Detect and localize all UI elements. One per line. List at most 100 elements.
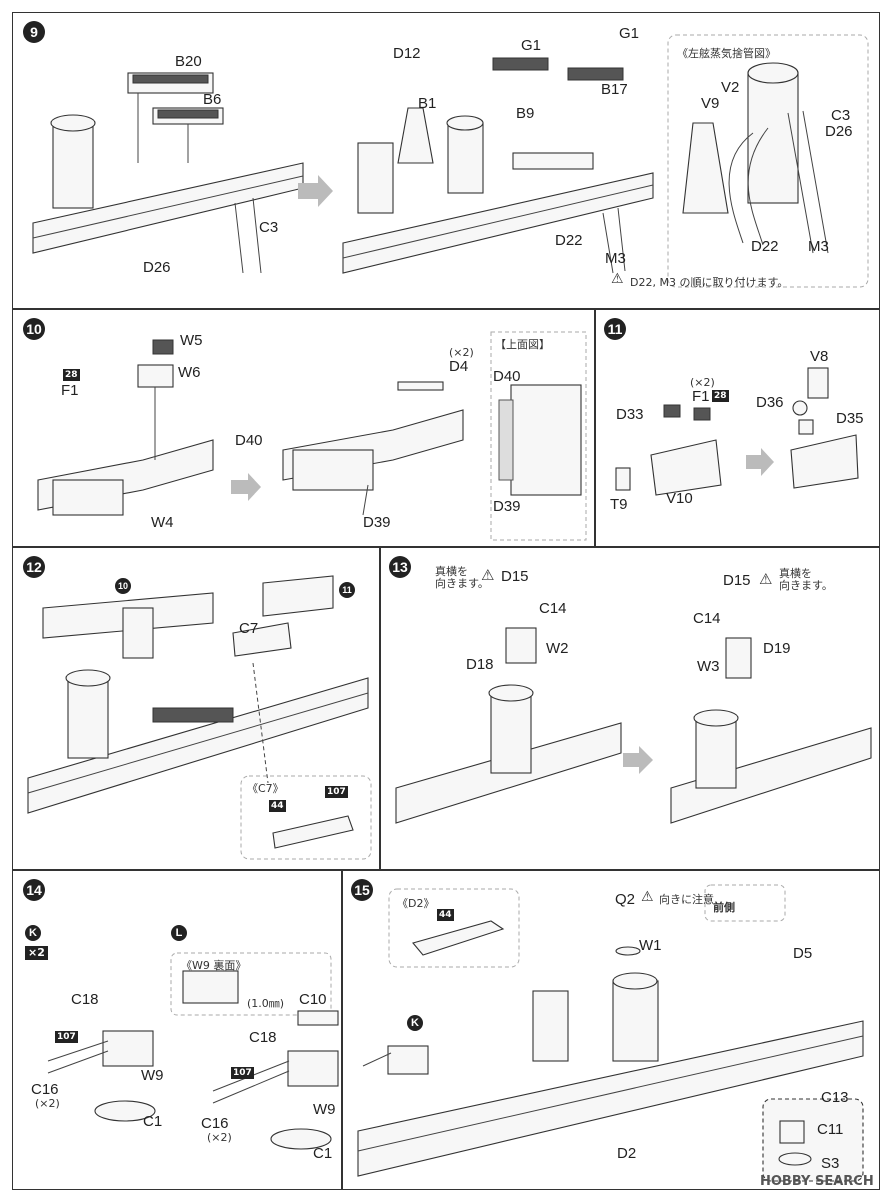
label-C1-a: C1 — [143, 1113, 163, 1130]
label-B17: B17 — [601, 81, 628, 98]
warning-icon-right: ⚠ — [759, 570, 773, 588]
label-C7: C7 — [239, 620, 259, 637]
label-D12: D12 — [393, 45, 421, 62]
label-C11: C11 — [817, 1121, 844, 1138]
step-15-panel: 15 《D2》 44 K Q2 ⚠ 向きに注意 前側 W1 D5 D2 C13 … — [342, 870, 880, 1190]
quantity-x2: (×2) — [449, 346, 474, 359]
inset-label-D40: D40 — [493, 368, 521, 385]
decal-chip: 28 — [63, 369, 80, 381]
step-number: 12 — [23, 556, 45, 578]
decal-chip-107: 107 — [325, 786, 348, 798]
step-9-panel: 9 B20 B6 C3 D26 D12 B1 G1 — [12, 12, 880, 309]
decal-chip-44: 44 — [269, 800, 286, 812]
step-number: 10 — [23, 318, 45, 340]
k-marker: K — [407, 1015, 423, 1031]
label-W1: W1 — [639, 937, 662, 954]
inset-title: 《左舷蒸気捨管図》 — [677, 47, 776, 60]
label-D35: D35 — [836, 410, 864, 427]
inset-title: 【上面図】 — [495, 338, 550, 351]
label-F1: F1 — [61, 382, 79, 399]
step-12-panel: 12 10 11 C7 《C7》 44 107 — [12, 547, 380, 870]
label-G1-a: G1 — [521, 37, 542, 54]
step-number: 15 — [351, 879, 373, 901]
step-14-panel: 14 K ×2 L 107 107 《W9 裏面》 (1.0㎜) C18 C16… — [12, 870, 342, 1190]
warning-icon: ⚠ — [611, 271, 624, 287]
label-W3: W3 — [697, 658, 720, 675]
step-ref-10: 10 — [115, 578, 131, 594]
x2-badge: ×2 — [25, 946, 48, 960]
label-D15-b: D15 — [723, 572, 751, 589]
l-marker: L — [171, 925, 187, 941]
note-text: D22, M3 の順に取り付けます。 — [630, 276, 789, 289]
label-C16-a: C16 — [31, 1081, 59, 1098]
label-D39: D39 — [363, 514, 391, 531]
label-D22: D22 — [555, 232, 583, 249]
inset-label-M3: M3 — [808, 238, 829, 255]
step-11-panel: 11 (×2) F1 28 D33 T9 V10 V8 D36 D35 — [595, 309, 880, 547]
decal-chip: 28 — [712, 390, 729, 402]
step-10-panel: 10 28 W5 W6 F1 W4 D40 (×2) D4 D39 【上面図】 … — [12, 309, 595, 547]
label-F1: F1 — [692, 388, 710, 405]
warning-icon-left: ⚠ — [481, 566, 495, 584]
label-W9-b: W9 — [313, 1101, 336, 1118]
label-D36: D36 — [756, 394, 784, 411]
label-C13: C13 — [821, 1089, 849, 1106]
decal-chip-107-b: 107 — [231, 1067, 254, 1079]
step-9-artwork — [32, 34, 869, 288]
step-13-artwork — [395, 627, 872, 824]
label-D5: D5 — [793, 945, 813, 962]
label-T9: T9 — [610, 496, 628, 513]
label-D4: D4 — [449, 358, 469, 375]
inset-title: 《W9 裏面》 — [181, 959, 247, 972]
quantity-x2-a: (×2) — [35, 1097, 60, 1110]
label-C18-a: C18 — [71, 991, 99, 1008]
label-C14-a: C14 — [539, 600, 567, 617]
label-D19: D19 — [763, 640, 791, 657]
inset-title: 《C7》 — [247, 782, 284, 795]
note-left: 真横を 向きます。 — [435, 565, 489, 590]
inset-label-C3: C3 — [831, 107, 851, 124]
label-D40: D40 — [235, 432, 263, 449]
step-12-artwork — [27, 575, 372, 860]
label-D15-a: D15 — [501, 568, 529, 585]
inset-label-D26: D26 — [825, 123, 853, 140]
front-side-label: 前側 — [713, 901, 735, 914]
label-S3: S3 — [821, 1155, 840, 1172]
q2-note: 向きに注意 — [659, 893, 714, 906]
label-Q2: Q2 — [615, 891, 636, 908]
label-W2: W2 — [546, 640, 569, 657]
step-number: 13 — [389, 556, 411, 578]
label-W9-a: W9 — [141, 1067, 164, 1084]
note-right: 真横を 向きます。 — [779, 567, 833, 592]
decal-chip-107-a: 107 — [55, 1031, 78, 1043]
label-C1-b: C1 — [313, 1145, 333, 1162]
label-D26: D26 — [143, 259, 171, 276]
label-C16-b: C16 — [201, 1115, 229, 1132]
watermark: HOBBY SEARCH — [760, 1174, 874, 1189]
label-B9: B9 — [516, 105, 535, 122]
step-13-panel: 13 真横を 向きます。 ⚠ D15 C14 W2 D18 D15 ⚠ 真横を … — [380, 547, 880, 870]
quantity-x2: (×2) — [690, 376, 715, 389]
label-C3: C3 — [259, 219, 279, 236]
drill-note: (1.0㎜) — [247, 997, 285, 1010]
label-B6: B6 — [203, 91, 222, 108]
inset-label-V9: V9 — [701, 95, 720, 112]
label-V8: V8 — [810, 348, 829, 365]
label-M3: M3 — [605, 250, 626, 267]
inset-title: 《D2》 — [397, 897, 435, 910]
step-14-artwork — [47, 952, 339, 1150]
label-D33: D33 — [616, 406, 644, 423]
label-G1-b: G1 — [619, 25, 640, 42]
step-ref-11: 11 — [339, 582, 355, 598]
label-W5: W5 — [180, 332, 203, 349]
label-W6: W6 — [178, 364, 201, 381]
label-C10: C10 — [299, 991, 327, 1008]
step-number: 14 — [23, 879, 45, 901]
label-V10: V10 — [666, 490, 693, 507]
step-number: 9 — [23, 21, 45, 43]
step-15-artwork — [357, 884, 864, 1182]
quantity-x2-b: (×2) — [207, 1131, 232, 1144]
label-C18-b: C18 — [249, 1029, 277, 1046]
inset-label-D39: D39 — [493, 498, 521, 515]
warning-icon: ⚠ — [641, 889, 654, 905]
